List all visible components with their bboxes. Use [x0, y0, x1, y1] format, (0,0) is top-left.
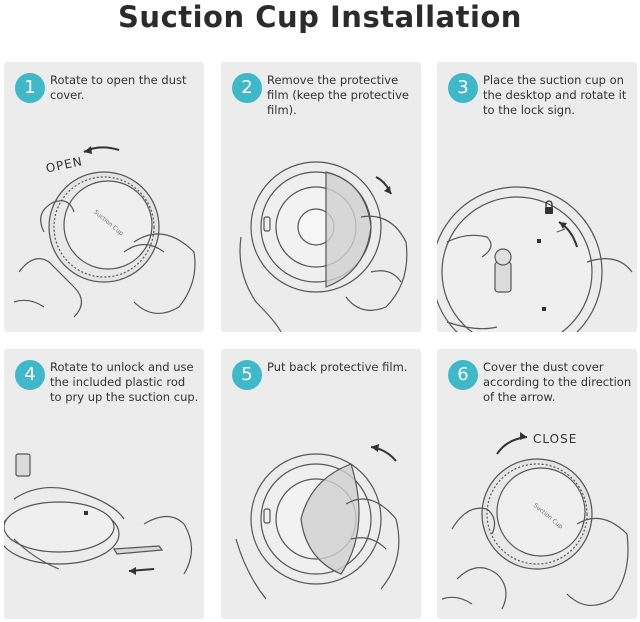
step-3-illustration	[437, 186, 633, 332]
step-5-panel: 5 Put back protective film.	[221, 349, 421, 619]
step-6-illustration: CLOSE Suction Cup	[441, 432, 629, 610]
page-title: Suction Cup Installation	[118, 0, 522, 34]
step-4-illustration	[4, 453, 193, 575]
step-description: Place the suction cup on the desktop and…	[483, 73, 627, 117]
arrow-cw-icon	[496, 436, 528, 455]
lock-icon	[545, 200, 553, 214]
step-4-panel: 4 Rotate to unlock and use the included …	[4, 349, 204, 619]
step-description: Cover the dust cover according to the di…	[483, 360, 632, 404]
step-number-badge: 4	[15, 360, 45, 390]
step-1-illustration: OPEN Suction Cup	[13, 146, 196, 318]
step-description: Put back protective film.	[267, 360, 408, 374]
step-3-panel: 3 Place the suction cup on the desktop a…	[437, 62, 637, 332]
step-number-badge: 6	[448, 360, 478, 390]
close-label: CLOSE	[533, 432, 577, 446]
step-1-panel: 1 Rotate to open the dust cover. OPEN Su…	[4, 62, 204, 332]
step-number-badge: 2	[232, 73, 262, 103]
step-2-panel: 2 Remove the protective film (keep the p…	[221, 62, 421, 332]
step-2-illustration	[239, 161, 408, 332]
step-description: Rotate to open the dust cover.	[50, 73, 187, 102]
step-5-illustration	[235, 444, 400, 600]
step-number-badge: 3	[448, 73, 478, 103]
step-description: Remove the protective film (keep the pro…	[267, 73, 409, 117]
arrow-left-icon	[128, 567, 155, 575]
step-6-panel: 6 Cover the dust cover according to the …	[437, 349, 637, 619]
step-description: Rotate to unlock and use the included pl…	[50, 360, 199, 404]
step-number-badge: 5	[232, 360, 262, 390]
step-number-badge: 1	[15, 73, 45, 103]
open-label: OPEN	[45, 154, 84, 175]
